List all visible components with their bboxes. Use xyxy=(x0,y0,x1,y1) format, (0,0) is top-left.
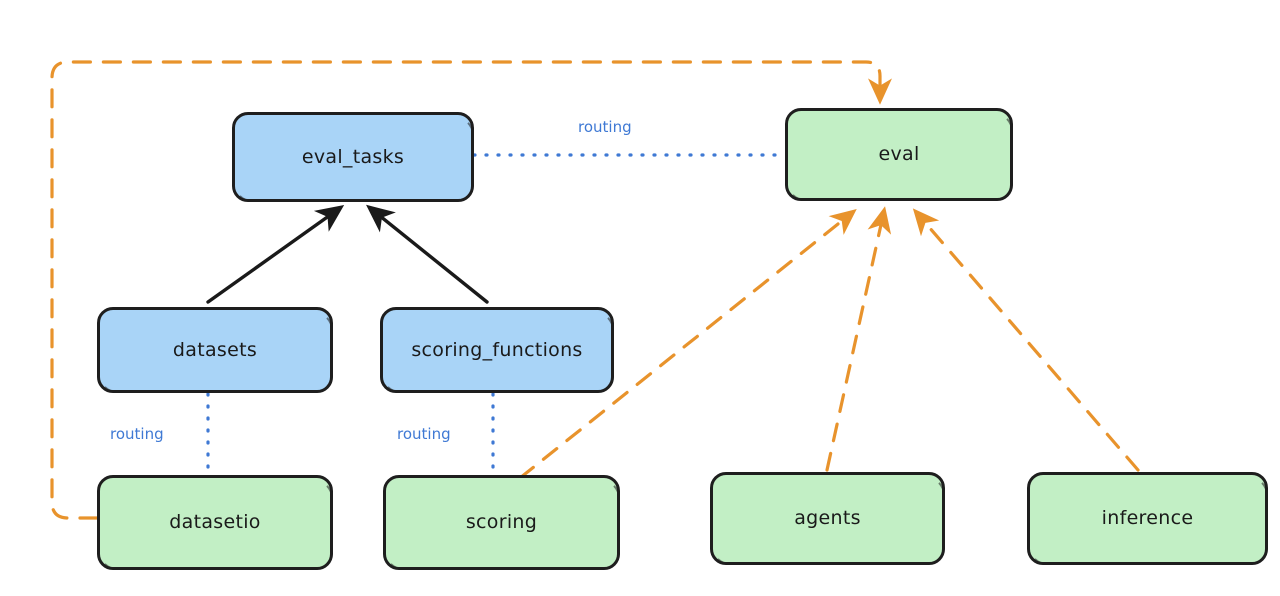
edge-datasets-to-eval-tasks xyxy=(206,205,345,304)
node-scoring-functions[interactable]: scoring_functions xyxy=(380,307,614,393)
node-label: scoring_functions xyxy=(411,338,583,361)
edge-label-routing-eval-tasks: routing xyxy=(578,118,632,136)
node-datasets[interactable]: datasets xyxy=(97,307,333,393)
edge-agents-to-eval xyxy=(825,206,892,472)
node-datasetio[interactable]: datasetio xyxy=(97,475,333,570)
node-inference[interactable]: inference xyxy=(1027,472,1268,565)
edge-inference-to-eval xyxy=(912,208,1140,472)
node-label: scoring xyxy=(465,511,538,534)
edge-scoring-to-eval xyxy=(518,209,857,480)
node-eval[interactable]: eval xyxy=(785,108,1013,201)
edge-datasetio-to-eval xyxy=(50,60,892,520)
edge-label-routing-datasets: routing xyxy=(110,425,164,443)
edge-scoring-functions-to-eval-tasks xyxy=(366,204,489,304)
node-label: datasets xyxy=(172,338,258,361)
node-label: agents xyxy=(794,507,861,530)
node-scoring[interactable]: scoring xyxy=(383,475,620,570)
node-agents[interactable]: agents xyxy=(710,472,945,565)
node-label: eval_tasks xyxy=(301,145,405,168)
edge-label-routing-scoring-functions: routing xyxy=(397,425,451,443)
node-label: datasetio xyxy=(169,511,261,534)
node-label: inference xyxy=(1101,507,1194,530)
node-label: eval xyxy=(878,143,920,166)
node-eval-tasks[interactable]: eval_tasks xyxy=(232,112,474,202)
